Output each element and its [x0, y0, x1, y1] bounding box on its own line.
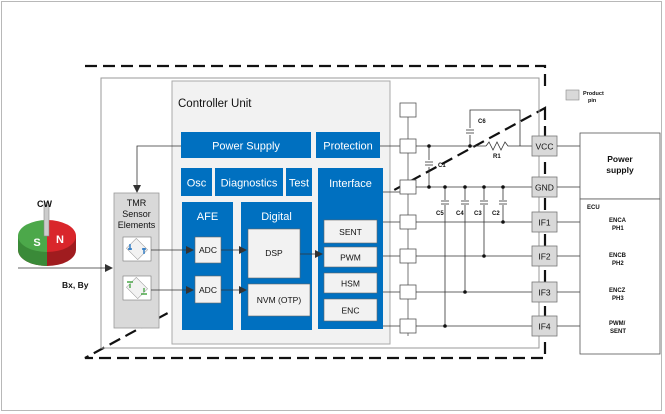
test-label: Test — [289, 178, 309, 190]
afe-block — [182, 202, 233, 330]
protection-block — [316, 132, 380, 158]
pwm-label: PWM — [340, 253, 361, 263]
chip-pins — [399, 102, 417, 334]
pwm-sent-line1: PWM/ — [609, 321, 626, 327]
pwm-block — [323, 246, 378, 268]
digital-label: Digital — [261, 211, 292, 223]
junction-dots — [427, 144, 505, 328]
tmr-label-line2: Sensor — [122, 209, 151, 219]
r1-label: R1 — [493, 154, 501, 160]
chip-boundary — [84, 64, 547, 360]
external-power-supply-line2: supply — [606, 165, 634, 175]
pwm-sent-line2: SENT — [610, 329, 626, 335]
c6-label: C6 — [478, 119, 486, 125]
product-pin-legend-line1: Product — [583, 91, 604, 97]
bx-by-label: Bx, By — [62, 280, 89, 290]
adc-top-block — [194, 236, 222, 264]
tmr-element-top-icon — [122, 236, 152, 262]
gnd-label: GND — [535, 183, 554, 193]
chip-pin-5 — [399, 248, 417, 264]
nvm-block — [247, 283, 311, 317]
if1-label: IF1 — [538, 218, 551, 228]
encz-line1: ENCZ — [609, 288, 626, 294]
tmr-label-line1: TMR — [127, 198, 147, 208]
tmr-element-bottom-icon — [122, 275, 152, 301]
adc-bottom-label: ADC — [199, 285, 217, 295]
osc-label: Osc — [187, 178, 207, 190]
if2-label: IF2 — [538, 252, 551, 262]
diagnostics-label: Diagnostics — [221, 178, 278, 190]
product-pin-legend-box — [565, 89, 580, 101]
enca-line2: PH1 — [612, 226, 624, 232]
cw-label: CW — [37, 199, 52, 209]
interface-label: Interface — [329, 178, 372, 190]
adc-top-label: ADC — [199, 245, 217, 255]
ecu-label: ECU — [587, 205, 600, 211]
r1-resistor — [485, 141, 510, 151]
power-supply-block — [181, 132, 311, 158]
chip-pin-7 — [399, 318, 417, 334]
c2-label: C2 — [492, 211, 500, 217]
c3-label: C3 — [474, 211, 482, 217]
product-pin-legend-line2: pin — [588, 98, 597, 104]
c5-label: C5 — [436, 211, 444, 217]
magnet-icon — [18, 202, 76, 266]
if4-label: IF4 — [538, 322, 551, 332]
product-pins — [531, 135, 558, 337]
ecu-block — [579, 198, 661, 355]
dsp-label: DSP — [265, 248, 283, 258]
power-supply-label: Power Supply — [212, 141, 280, 153]
c4-label: C4 — [456, 211, 464, 217]
chip-pin-4 — [399, 214, 417, 230]
encz-line2: PH3 — [612, 296, 624, 302]
hsm-label: HSM — [341, 279, 360, 289]
diagnostics-block — [215, 168, 283, 196]
protection-label: Protection — [323, 141, 373, 153]
enca-line1: ENCA — [609, 218, 627, 224]
external-power-supply-line1: Power — [607, 154, 633, 164]
adc-bottom-block — [194, 275, 222, 304]
if3-label: IF3 — [538, 288, 551, 298]
hsm-block — [323, 272, 378, 294]
tmr-label-line3: Elements — [118, 220, 156, 230]
chip-pin-3 — [399, 179, 417, 195]
osc-block — [181, 168, 212, 196]
enc-block — [323, 298, 378, 322]
magnet-s-label: S — [33, 237, 40, 249]
test-block — [286, 168, 312, 196]
c1-label: C1 — [438, 163, 446, 169]
magnet-n-label: N — [56, 234, 64, 246]
controller-unit-title: Controller Unit — [178, 98, 252, 110]
sent-label: SENT — [339, 227, 362, 237]
chip-pin-6 — [399, 284, 417, 300]
nvm-label: NVM (OTP) — [257, 295, 302, 305]
sent-block — [323, 219, 378, 244]
vcc-label: VCC — [536, 142, 554, 152]
enc-label: ENC — [342, 306, 360, 316]
external-power-supply-block — [579, 132, 661, 200]
encb-line1: ENCB — [609, 253, 627, 259]
afe-label: AFE — [197, 211, 218, 223]
chip-pin-2 — [399, 138, 417, 154]
dsp-block — [247, 228, 301, 279]
chip-pin-1 — [399, 102, 417, 118]
encb-line2: PH2 — [612, 261, 624, 267]
